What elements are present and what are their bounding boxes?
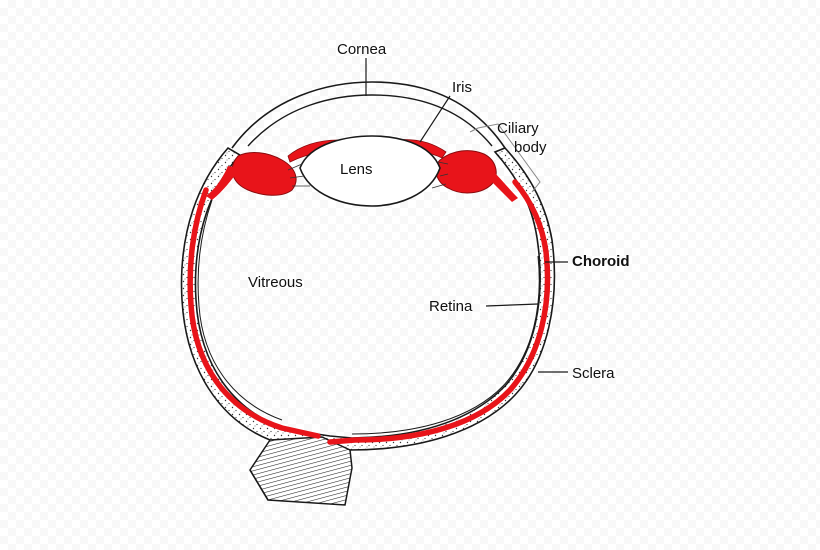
label-cornea: Cornea bbox=[337, 41, 387, 58]
label-choroid: Choroid bbox=[572, 253, 630, 270]
label-iris: Iris bbox=[452, 79, 472, 96]
label-sclera: Sclera bbox=[572, 365, 615, 382]
retina-leader bbox=[485, 303, 539, 307]
label-vitreous: Vitreous bbox=[248, 274, 303, 291]
lens-shape bbox=[287, 135, 449, 207]
cornea-shape bbox=[231, 81, 506, 149]
label-ciliary: Ciliary bbox=[497, 120, 539, 137]
optic-nerve bbox=[249, 436, 353, 506]
choroid-red-layer bbox=[187, 179, 551, 445]
ciliary-body-right bbox=[435, 150, 518, 202]
sclera-layer bbox=[180, 146, 556, 453]
ciliary-bracket bbox=[469, 123, 541, 193]
iris-leader bbox=[419, 95, 451, 143]
label-body: body bbox=[514, 139, 547, 156]
label-lens: Lens bbox=[340, 161, 373, 178]
leader-lines bbox=[365, 58, 568, 373]
ciliary-body-left bbox=[206, 152, 297, 200]
labels: Cornea Iris Ciliary body Lens Choroid Vi… bbox=[248, 41, 630, 382]
label-retina: Retina bbox=[429, 298, 473, 315]
